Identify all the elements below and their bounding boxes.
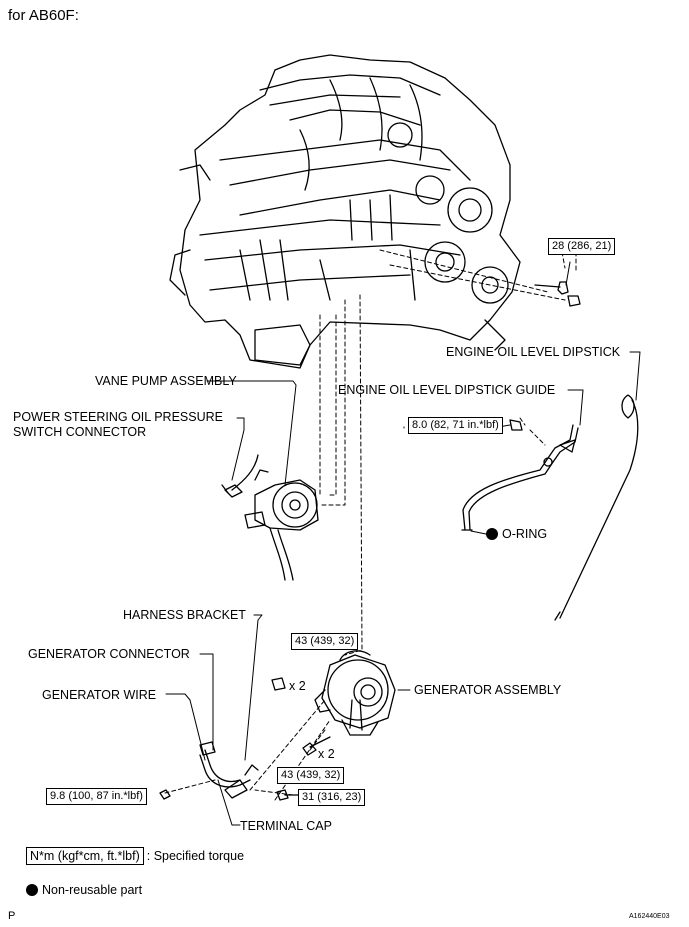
bolts-28 <box>534 281 581 307</box>
non-reusable-dot-icon <box>26 884 38 896</box>
page-title: for AB60F: <box>8 7 79 24</box>
label-vane-pump-assembly: VANE PUMP ASSEMBLY <box>95 374 237 388</box>
legend-torque: N*m (kgf*cm, ft.*lbf): Specified torque <box>26 847 245 865</box>
label-ps-switch-line1: POWER STEERING OIL PRESSURE <box>13 410 223 424</box>
label-o-ring: O-RING <box>486 527 547 541</box>
non-reusable-dot-icon <box>486 528 498 540</box>
label-terminal-cap: TERMINAL CAP <box>240 819 332 833</box>
o-ring-text: O-RING <box>502 527 548 541</box>
label-harness-bracket: HARNESS BRACKET <box>123 608 246 622</box>
torque-spec-8: 8.0 (82, 71 in.*lbf) <box>408 417 503 434</box>
label-generator-connector: GENERATOR CONNECTOR <box>28 647 190 661</box>
quantity-x2-top: x 2 <box>289 679 306 693</box>
oil-level-dipstick <box>554 394 639 621</box>
torque-spec-31: 31 (316, 23) <box>298 789 366 806</box>
label-generator-assembly: GENERATOR ASSEMBLY <box>414 683 562 697</box>
figure-id: A162440E03 <box>629 913 670 920</box>
label-dipstick-guide: ENGINE OIL LEVEL DIPSTICK GUIDE <box>338 383 556 397</box>
legend-non-reusable: Non-reusable part <box>26 883 142 897</box>
dipstick-guide <box>461 419 579 531</box>
label-generator-wire: GENERATOR WIRE <box>42 688 157 702</box>
quantity-x2-bottom: x 2 <box>318 747 335 761</box>
generator-bolts <box>159 677 331 801</box>
torque-spec-43-bottom: 43 (439, 32) <box>277 767 345 784</box>
legend-torque-desc: : Specified torque <box>146 849 245 863</box>
legend-torque-unit: N*m (kgf*cm, ft.*lbf) <box>26 847 144 865</box>
engine-illustration <box>169 54 521 369</box>
generator-wire <box>199 741 259 799</box>
legend-non-reusable-text: Non-reusable part <box>42 883 143 897</box>
torque-spec-43-top: 43 (439, 32) <box>291 633 359 650</box>
generator-illustration <box>314 650 396 736</box>
label-engine-oil-level-dipstick: ENGINE OIL LEVEL DIPSTICK <box>446 345 621 359</box>
torque-spec-28: 28 (286, 21) <box>548 238 616 255</box>
torque-spec-9-8: 9.8 (100, 87 in.*lbf) <box>46 788 147 805</box>
vane-pump-illustration <box>221 454 319 581</box>
page-mark: P <box>8 910 16 922</box>
label-ps-switch-line2: SWITCH CONNECTOR <box>13 425 147 439</box>
